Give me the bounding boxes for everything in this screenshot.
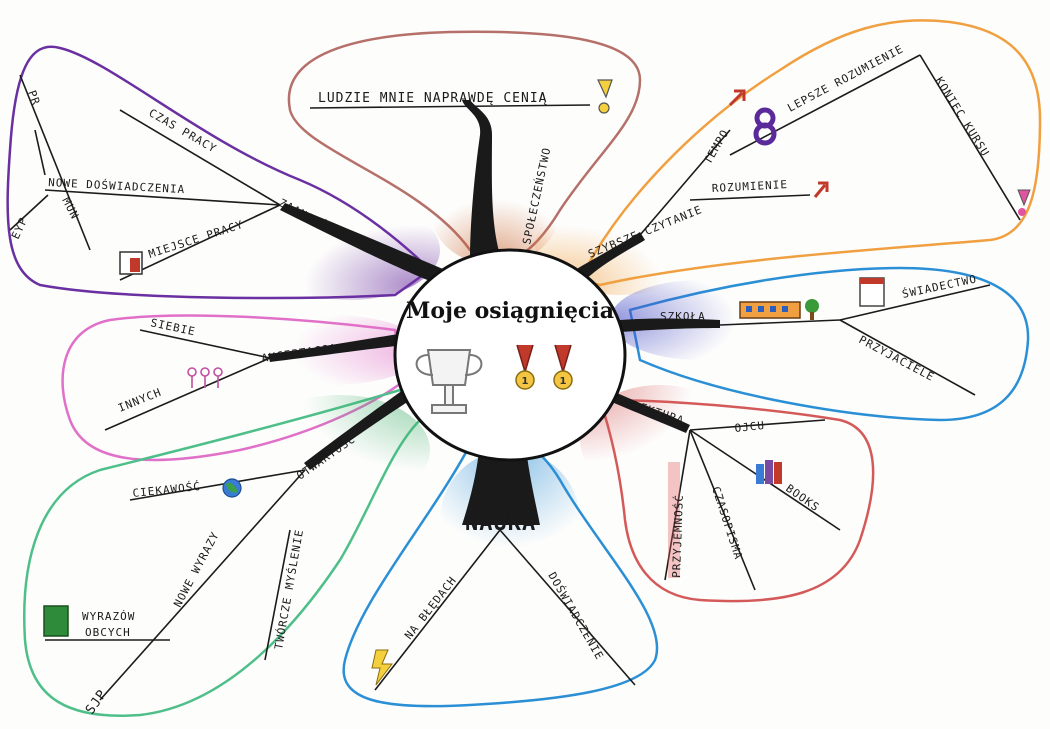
label-wyrazow: WYRAZÓW <box>82 610 135 623</box>
trophy-icon <box>415 349 483 414</box>
label-przyjemnosc: PRZYJEMNOŚĆ <box>670 494 686 578</box>
label-siebie: SIEBIE <box>149 316 196 338</box>
label-obcych: OBCYCH <box>85 626 131 639</box>
label-sjp: SJP <box>83 687 110 717</box>
exclamation-icon-yellow <box>597 79 613 114</box>
label-koniec-kursu: KONIEC KURSU <box>932 75 992 159</box>
arrow-up-icon-1 <box>728 89 746 107</box>
svg-text:1: 1 <box>560 376 567 387</box>
infinity-eight-icon <box>753 107 777 146</box>
books-stack-icon <box>756 460 782 484</box>
certificate-icon <box>859 277 885 307</box>
label-books: BOOKS <box>783 482 822 515</box>
highlight-bar <box>668 462 680 578</box>
arrow-up-icon-2 <box>813 181 829 198</box>
label-nowe-wyrazy: NOWE WYRAZY <box>171 529 222 609</box>
petal-red <box>598 398 875 603</box>
label-lepsze-rozumienie: LEPSZE ROZUMIENIE <box>785 42 906 114</box>
label-tempo: TEMPO <box>701 127 731 167</box>
label-ciekawosc: CIEKAWOŚĆ <box>132 480 202 500</box>
petal-green <box>23 388 422 717</box>
exclamation-icon-pink <box>1017 189 1031 216</box>
label-miejsce-pracy: MIEJSCE PRACY <box>147 218 245 261</box>
label-mun: MUN <box>59 195 81 221</box>
medal-icon-2: 1 <box>553 344 573 390</box>
sub-branches <box>9 54 1021 701</box>
label-ojcu: OJCU <box>734 419 766 435</box>
label-pr: PR <box>25 89 42 108</box>
label-doswiadczenie: DOŚWIADCZENIE <box>545 570 606 662</box>
petal-purple <box>6 45 432 300</box>
label-czasopisma: CZASOPISMA <box>709 485 745 562</box>
people-icon <box>187 367 223 388</box>
label-nauka: NAUKA <box>465 511 536 536</box>
label-ludzie: LUDZIE MNIE NAPRAWDĘ CENIĄ <box>318 91 548 106</box>
dictionary-book-icon <box>43 605 69 637</box>
label-eyp: EYP <box>9 215 30 241</box>
center-title: Moje osiągnięcia <box>406 298 614 324</box>
tree-icon <box>805 299 819 320</box>
workplace-icon <box>119 251 143 275</box>
petal-blue <box>628 266 1030 422</box>
label-rozumienie: ROZUMIENIE <box>711 178 788 195</box>
school-building-icon <box>739 301 801 319</box>
svg-text:1: 1 <box>522 376 529 387</box>
label-szkola: SZKOŁA <box>660 310 706 323</box>
label-przyjaciele: PRZYJACIELE <box>857 333 937 384</box>
label-nowe-doswiadczenia: NOWE DOŚWIADCZENIA <box>48 176 186 196</box>
petal-orange <box>578 19 1042 287</box>
label-czas-pracy: CZAS PRACY <box>147 106 220 155</box>
petal-brown <box>287 30 642 257</box>
label-innych: INNYCH <box>116 386 163 415</box>
globe-icon <box>222 478 242 498</box>
label-tworcze-myslenie: TWÓRCZE MYŚLENIE <box>272 528 306 650</box>
label-na-bledach: NA BŁĘDACH <box>402 574 459 642</box>
main-branches <box>268 100 720 525</box>
lightning-arrow-icon <box>371 649 394 686</box>
medal-icon-1: 1 <box>515 344 535 390</box>
